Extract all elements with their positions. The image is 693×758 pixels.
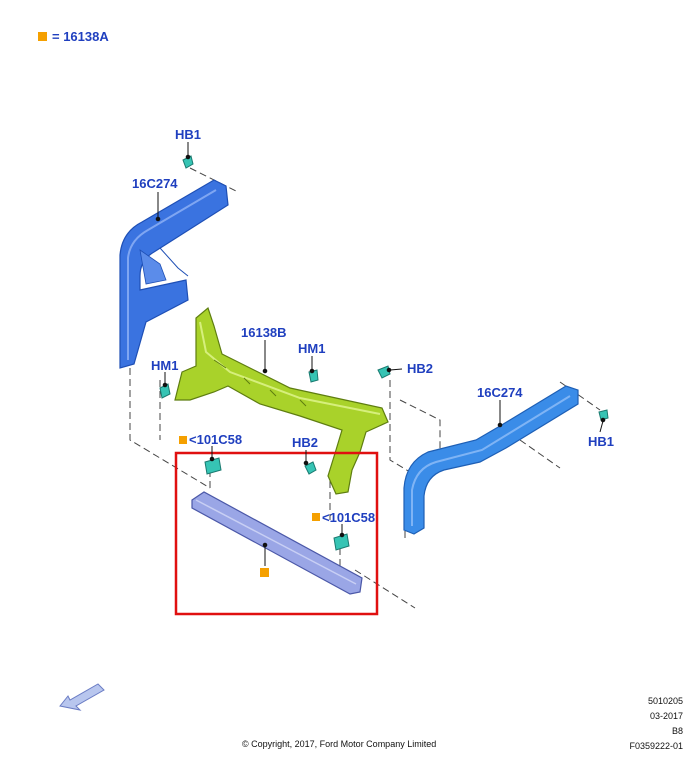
callout-16C274-right: 16C274 (477, 385, 523, 400)
diagram-date: 03-2017 (649, 711, 683, 721)
left-bracket-16C274 (119, 179, 229, 369)
callout-16C274-left: 16C274 (132, 176, 178, 191)
callout-hb1-right: HB1 (588, 434, 614, 449)
figure-id: F0359222-01 (629, 741, 683, 751)
callout-16138B: 16138B (241, 325, 287, 340)
right-bracket-16C274 (403, 385, 579, 535)
callout-hb1-top: HB1 (175, 127, 201, 142)
callout-hb2-right: HB2 (407, 361, 433, 376)
diagram-code: B8 (671, 726, 683, 736)
lower-bar-16138A (191, 491, 363, 595)
clip-left-101C58 (204, 457, 222, 475)
marker-clip-right (312, 513, 320, 521)
orientation-arrow-icon (59, 683, 105, 711)
copyright-notice: © Copyright, 2017, Ford Motor Company Li… (242, 739, 437, 749)
ref-number: 5010205 (647, 696, 683, 706)
fastener-hb1-right (598, 409, 609, 421)
highlight-box (174, 451, 379, 616)
leader-lines (155, 142, 606, 566)
callout-hm1-left: HM1 (151, 358, 178, 373)
marker-16138A-bar (260, 568, 269, 577)
callout-hb2-left: HB2 (292, 435, 318, 450)
legend-swatch (38, 32, 47, 41)
callout-hm1-mid: HM1 (298, 341, 325, 356)
legend-label: = 16138A (52, 29, 109, 44)
center-member-16138B (174, 306, 389, 495)
marker-clip-left (179, 436, 187, 444)
callout-101C58-right: <101C58 (322, 510, 375, 525)
fastener-hb2-left (304, 461, 317, 475)
callout-101C58-left: <101C58 (189, 432, 242, 447)
